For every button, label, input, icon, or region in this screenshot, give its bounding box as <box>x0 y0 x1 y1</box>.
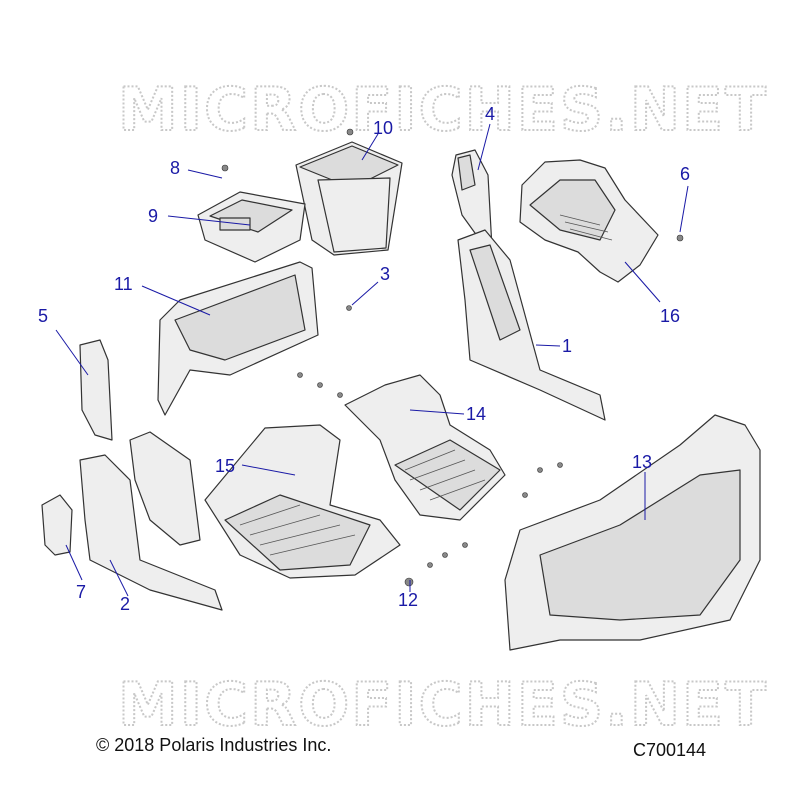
callout-14: 14 <box>466 404 486 424</box>
part-16-rear-floor <box>519 159 659 283</box>
callout-16: 16 <box>660 306 680 326</box>
part-14-right-floor <box>344 374 506 521</box>
callout-8: 8 <box>170 158 180 178</box>
callout-4: 4 <box>485 104 495 124</box>
part-1-right-pillar <box>457 229 606 421</box>
part-7-pad <box>41 494 73 556</box>
callout-15: 15 <box>215 456 235 476</box>
watermark-bottom: MICROFICHES.NET <box>118 670 768 740</box>
callout-6: 6 <box>680 164 690 184</box>
part-11-console-panel <box>157 261 319 416</box>
callout-7: 7 <box>76 582 86 602</box>
left-rear-panel <box>129 431 201 546</box>
fasteners <box>221 128 684 587</box>
callout-10: 10 <box>373 118 393 138</box>
part-10-storage-bin <box>295 141 403 256</box>
part-13-rear-bulkhead <box>504 414 761 651</box>
callout-11: 11 <box>114 274 133 294</box>
part-9-tray <box>197 191 306 263</box>
part-15-left-floor <box>204 424 401 579</box>
part-5-left-panel <box>79 339 113 441</box>
callouts: 1 2 3 4 5 6 7 8 9 10 11 12 13 14 15 16 <box>38 104 690 614</box>
callout-5: 5 <box>38 306 48 326</box>
copyright-notice: © 2018 Polaris Industries Inc. <box>96 735 332 755</box>
drawing-number: C700144 <box>633 740 707 760</box>
callout-13: 13 <box>632 452 652 472</box>
callout-2: 2 <box>120 594 130 614</box>
callout-3: 3 <box>380 264 390 284</box>
callout-12: 12 <box>398 590 418 610</box>
watermark-top: MICROFICHES.NET <box>118 75 768 145</box>
callout-1: 1 <box>562 336 572 356</box>
callout-9: 9 <box>148 206 158 226</box>
leader-lines <box>55 123 689 597</box>
